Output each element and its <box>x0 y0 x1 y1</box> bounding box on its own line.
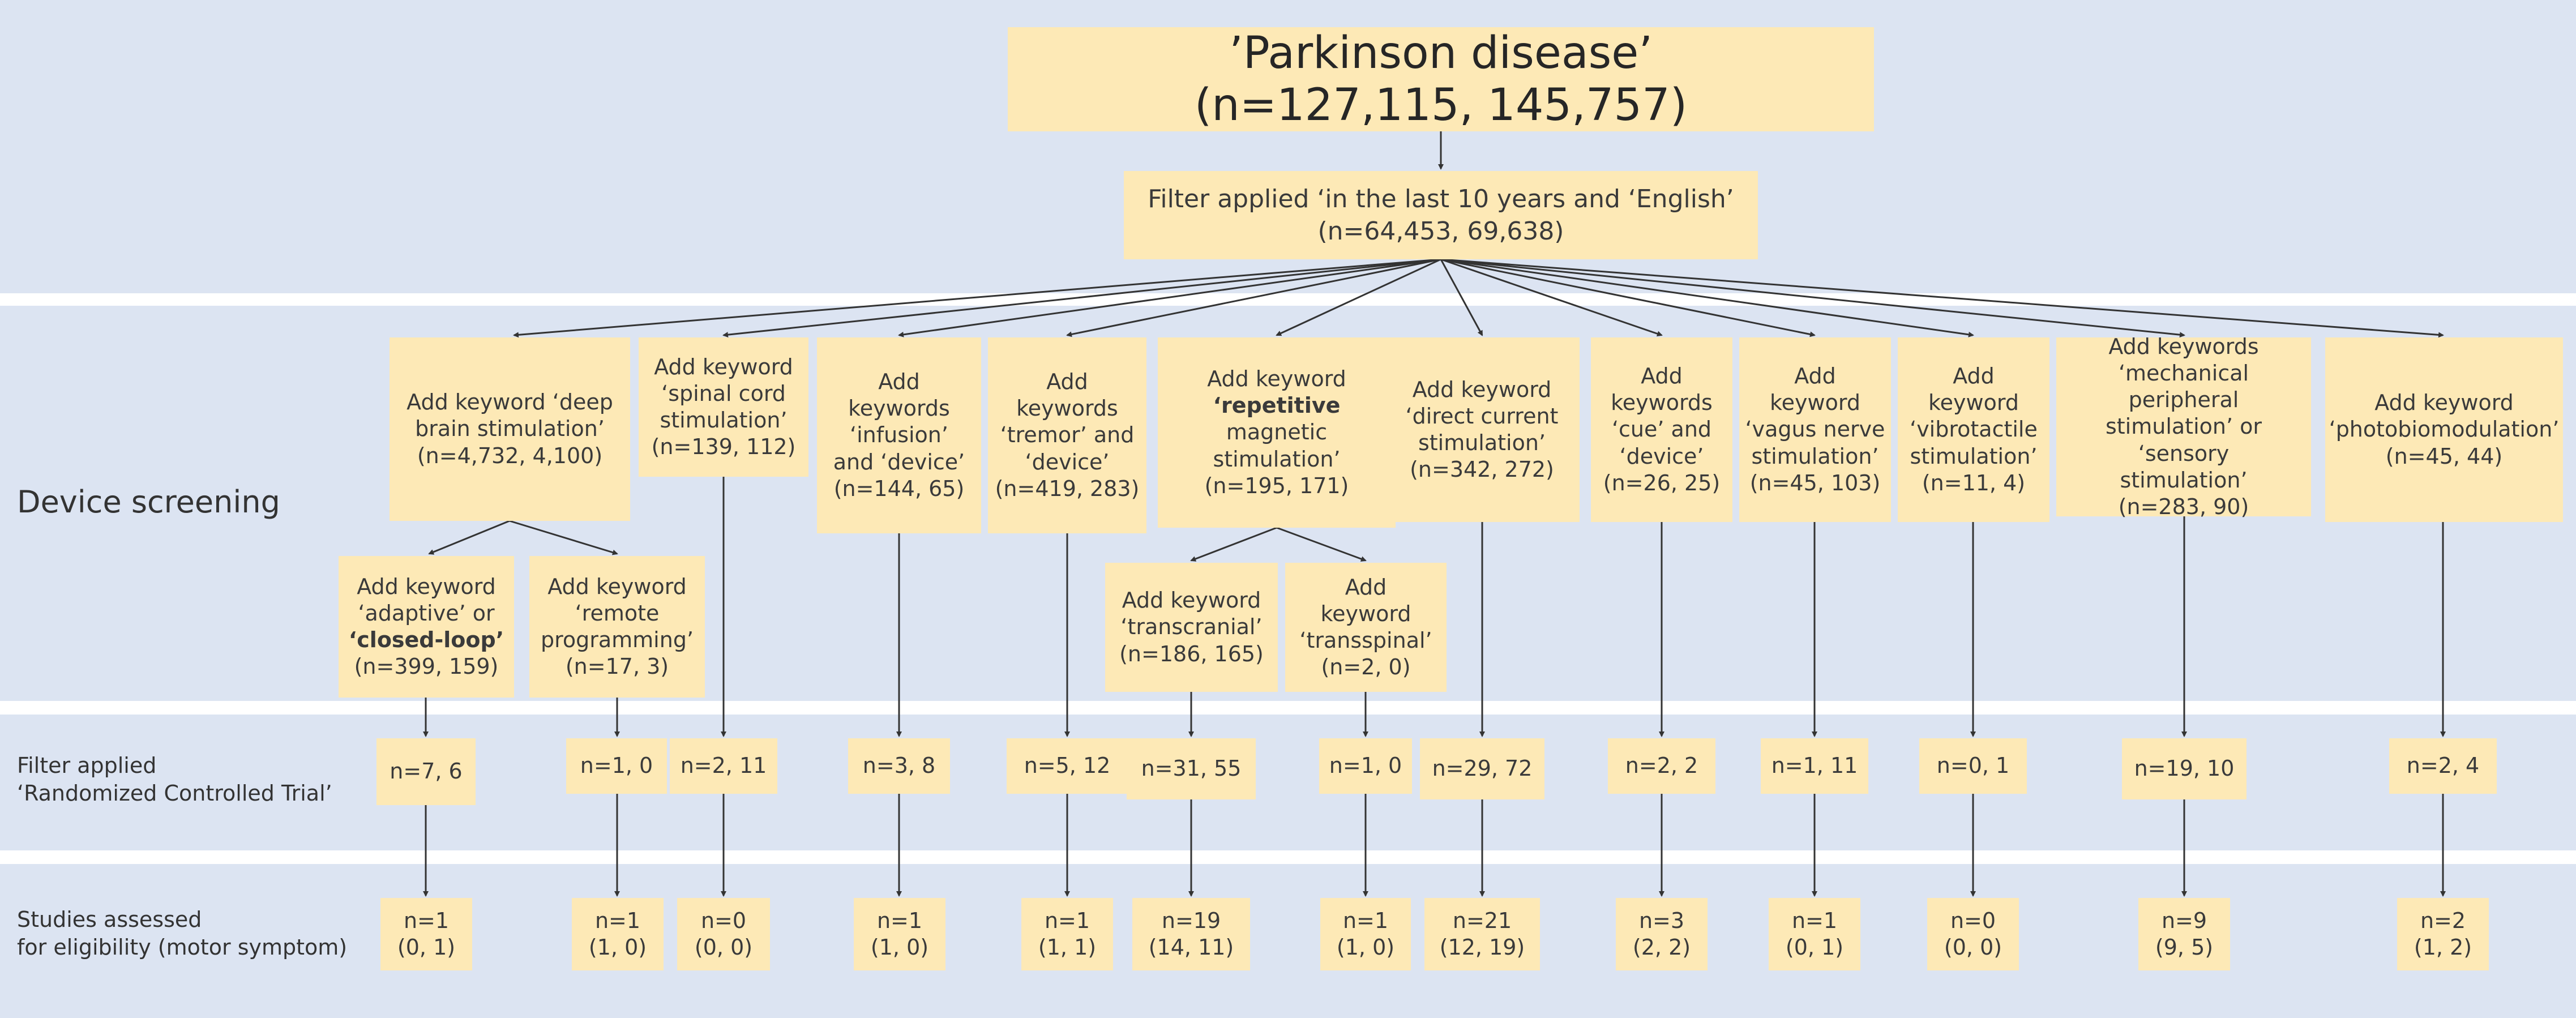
arrow-to-vns <box>1440 258 1816 337</box>
node-keyword-vagus-nerve-stimulation: Add keyword ‘vagus nerve stimulation’ (n… <box>1739 337 1891 522</box>
rct-transspinal: n=1, 0 <box>1319 738 1412 794</box>
studies-direct-current: n=21(12, 19) <box>1424 898 1540 970</box>
rct-remote: n=1, 0 <box>566 738 667 794</box>
node-keyword-transcranial: Add keyword ‘transcranial’ (n=186, 165) <box>1105 563 1278 692</box>
studies-spinal-cord: n=0(0, 0) <box>677 898 770 970</box>
studies-tremor: n=1(1, 1) <box>1021 898 1113 970</box>
node-keyword-spinal-cord-stimulation: Add keyword ‘spinal cord stimulation’ (n… <box>639 337 808 477</box>
row-label-rct-filter: Filter applied ‘Randomized Controlled Tr… <box>17 753 332 806</box>
node-keyword-repetitive-magnetic-stimulation: Add keyword ‘repetitive magnetic stimula… <box>1158 337 1396 528</box>
rct-spinal-cord: n=2, 11 <box>670 738 777 794</box>
rct-vibrotactile: n=0, 1 <box>1919 738 2027 794</box>
rct-adaptive: n=7, 6 <box>376 738 476 805</box>
node-keyword-adaptive-closed-loop: Add keyword ‘adaptive’ or ‘closed-loop’ … <box>339 556 514 698</box>
node-keyword-remote-programming: Add keyword ‘remote programming’ (n=17, … <box>529 556 705 698</box>
arrow-to-vibro <box>1440 258 1974 337</box>
rct-direct-current: n=29, 72 <box>1420 738 1544 799</box>
arrow-to-pbm <box>1440 258 2444 338</box>
arrow-rms-to-transspinal <box>1276 527 1367 562</box>
studies-infusion: n=1(1, 0) <box>854 898 945 970</box>
arrow-to-rms <box>1276 258 1441 336</box>
rct-tremor: n=5, 12 <box>1007 738 1128 794</box>
studies-adaptive: n=1(0, 1) <box>380 898 472 970</box>
studies-vagus-nerve: n=1(0, 1) <box>1769 898 1860 970</box>
rct-vagus-nerve: n=1, 11 <box>1761 738 1868 794</box>
rct-transcranial: n=31, 55 <box>1127 738 1256 799</box>
node-keyword-tremor: Add keywords ‘tremor’ and ‘device’ (n=41… <box>988 337 1146 533</box>
node-keyword-photobiomodulation: Add keyword ‘photobiomodulation’ (n=45, … <box>2325 337 2563 522</box>
arrow-to-cue <box>1440 258 1663 337</box>
row-label-device-screening: Device screening <box>17 484 280 520</box>
arrow-to-dcs <box>1440 259 1483 336</box>
rct-mechanical-sensory: n=19, 10 <box>2122 738 2246 799</box>
arrow-dbs-to-adaptive <box>428 520 510 555</box>
studies-transspinal: n=1(1, 0) <box>1320 898 1411 970</box>
arrow-to-scs <box>722 258 1441 338</box>
rct-infusion: n=3, 8 <box>848 738 950 794</box>
node-keyword-infusion: Add keywords ‘infusion’ and ‘device’ (n=… <box>817 337 981 533</box>
studies-cue: n=3(2, 2) <box>1616 898 1708 970</box>
rct-cue: n=2, 2 <box>1608 738 1715 794</box>
studies-remote: n=1(1, 0) <box>572 898 664 970</box>
studies-photobiomodulation: n=2(1, 2) <box>2397 898 2489 970</box>
node-keyword-vibrotactile-stimulation: Add keyword ‘vibrotactile stimulation’ (… <box>1898 337 2049 522</box>
arrow-rms-to-transcranial <box>1190 527 1277 562</box>
node-keyword-deep-brain-stimulation: Add keyword ‘deep brain stimulation’ (n=… <box>390 337 630 521</box>
arrow-to-mech <box>1440 258 2185 338</box>
studies-mechanical-sensory: n=9(9, 5) <box>2138 898 2230 970</box>
arrow-to-tremor <box>1066 258 1441 337</box>
studies-vibrotactile: n=0(0, 0) <box>1927 898 2019 970</box>
node-keyword-direct-current-stimulation: Add keyword ‘direct current stimulation’… <box>1384 337 1580 522</box>
node-filter-10-years-english: Filter applied ‘in the last 10 years and… <box>1124 171 1758 259</box>
node-keyword-mechanical-sensory-stimulation: Add keywords ‘mechanical peripheral stim… <box>2056 334 2311 519</box>
rct-photobiomodulation: n=2, 4 <box>2389 738 2497 794</box>
node-parkinson-disease: ’Parkinson disease’ (n=127,115, 145,757) <box>1008 27 1874 131</box>
row-label-studies-assessed: Studies assessed for eligibility (motor … <box>17 907 348 960</box>
arrow-to-dbs <box>513 258 1441 338</box>
arrow-dbs-to-remote <box>509 520 618 555</box>
arrow-to-infusion <box>898 258 1441 337</box>
node-keyword-transspinal: Add keyword ‘transspinal’ (n=2, 0) <box>1285 563 1447 692</box>
node-keyword-cue: Add keywords ‘cue’ and ‘device’ (n=26, 2… <box>1591 337 1732 522</box>
studies-transcranial: n=19(14, 11) <box>1132 898 1250 970</box>
